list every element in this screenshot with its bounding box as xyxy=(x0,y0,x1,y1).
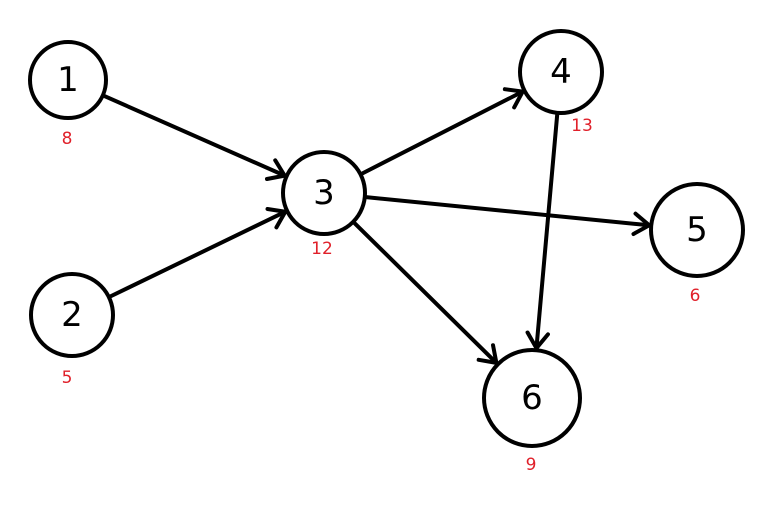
node-label: 3 xyxy=(313,173,335,213)
node-3: 3 12 xyxy=(281,150,367,259)
node-label: 2 xyxy=(61,295,83,335)
arrowhead-icon xyxy=(264,158,287,182)
node-weight: 5 xyxy=(62,368,73,388)
edge-line xyxy=(106,209,288,300)
node-weight: 8 xyxy=(62,129,73,149)
node-4: 4 13 xyxy=(518,29,604,136)
node-circle xyxy=(649,182,745,278)
arrowhead-icon xyxy=(502,87,525,110)
edge-3-to-6 xyxy=(351,219,499,365)
node-weight: 9 xyxy=(526,455,537,475)
node-1: 18 xyxy=(28,40,108,149)
edge-2-to-3 xyxy=(106,206,288,300)
node-5: 56 xyxy=(649,182,745,306)
edge-1-to-3 xyxy=(100,93,287,182)
node-circle xyxy=(28,40,108,120)
node-2: 25 xyxy=(29,272,115,388)
node-label: 5 xyxy=(686,210,708,250)
node-weight: 6 xyxy=(690,286,701,306)
node-circle xyxy=(29,272,115,358)
node-circle xyxy=(281,150,367,236)
node-label: 4 xyxy=(550,52,572,92)
arrowhead-icon xyxy=(525,330,550,351)
edge-line xyxy=(534,110,560,351)
node-label: 6 xyxy=(521,378,543,418)
edge-3-to-4 xyxy=(358,87,525,177)
arrowhead-icon xyxy=(265,206,288,230)
edge-4-to-6 xyxy=(525,110,560,351)
node-weight: 12 xyxy=(311,239,333,259)
node-circle xyxy=(482,348,582,448)
edge-line xyxy=(358,89,525,177)
edge-line xyxy=(100,93,287,178)
edge-3-to-5 xyxy=(362,195,652,236)
node-6: 69 xyxy=(482,348,582,475)
node-circle xyxy=(518,29,604,115)
edge-line xyxy=(362,195,652,228)
edges-layer xyxy=(100,87,652,365)
node-label: 1 xyxy=(57,60,79,100)
edge-line xyxy=(351,219,499,365)
node-weight: 13 xyxy=(571,116,593,136)
